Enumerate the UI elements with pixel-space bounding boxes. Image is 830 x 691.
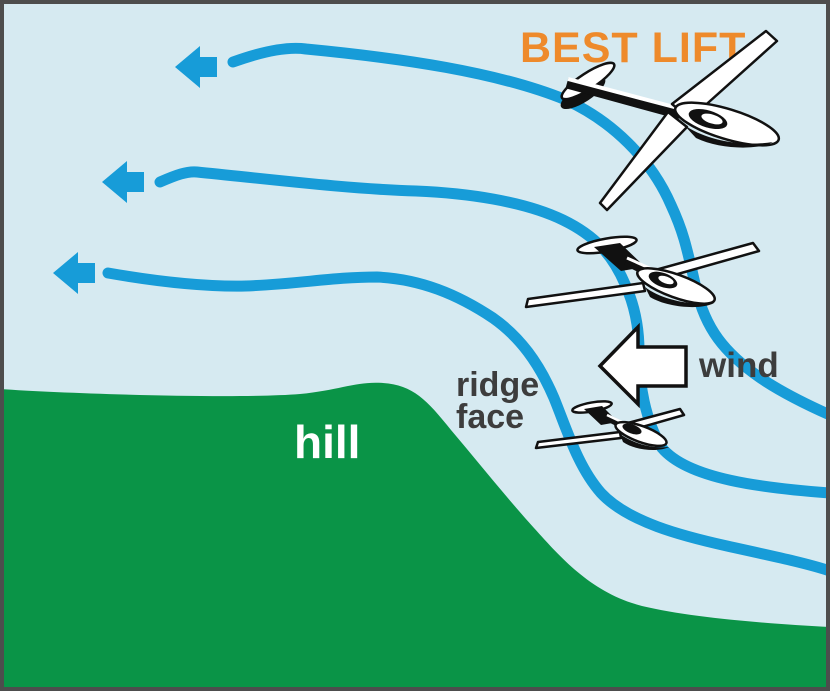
ridge-face-label-line1: ridge <box>456 366 539 404</box>
flow-arrowhead-top-icon <box>175 46 217 88</box>
hill-label: hill <box>294 416 360 468</box>
hill-shape <box>0 382 830 691</box>
glider-medium-icon <box>524 235 761 309</box>
ridge-face-label-line2: face <box>456 398 524 436</box>
glider-small-icon <box>534 400 686 450</box>
streamline-top <box>227 42 830 421</box>
wind-label: wind <box>698 346 779 385</box>
best-lift-label: BEST LIFT <box>520 24 746 72</box>
flow-arrowhead-middle-icon <box>102 161 144 203</box>
glider-large-icon <box>560 29 781 212</box>
wind-arrow-icon <box>597 322 688 409</box>
streamline-bottom <box>102 267 830 577</box>
flow-arrowhead-bottom-icon <box>53 252 95 294</box>
